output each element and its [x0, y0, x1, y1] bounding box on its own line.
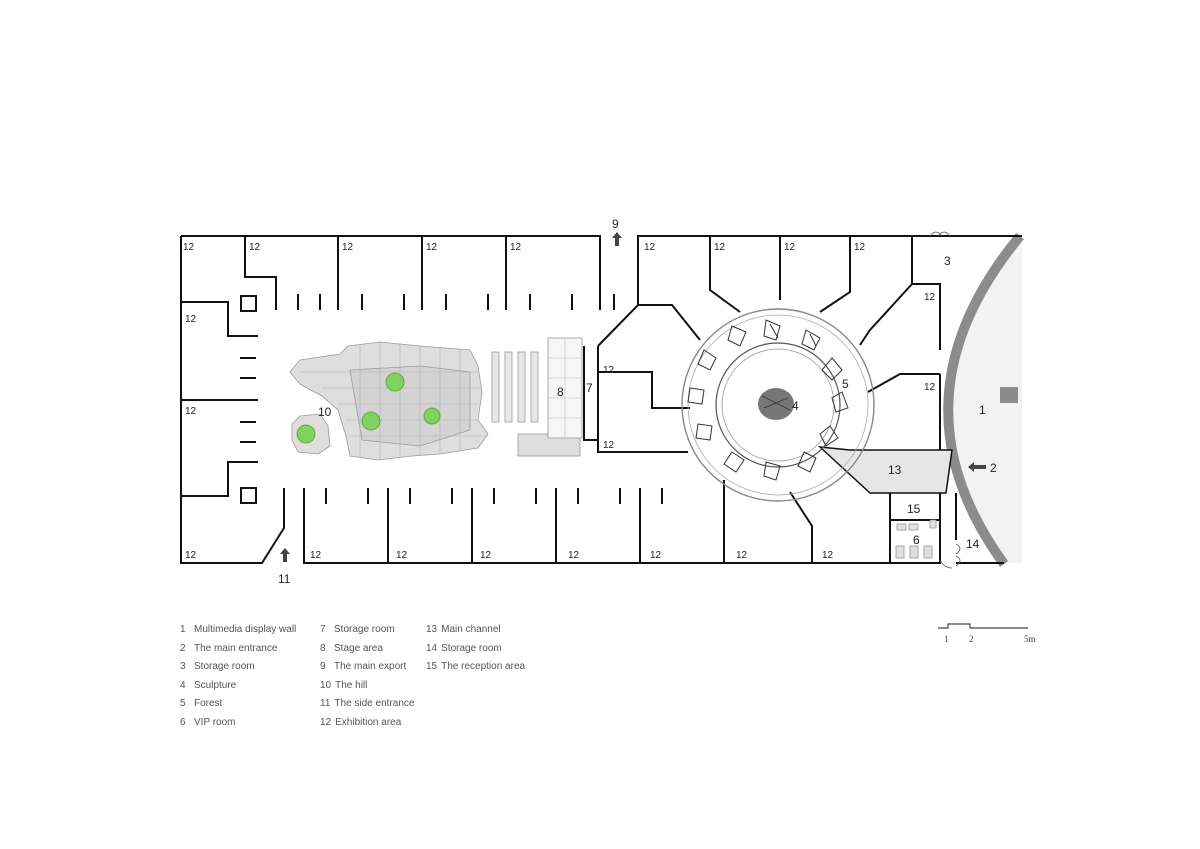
exhibition-label: 12 — [185, 314, 197, 325]
area-number-side-entrance: 11 — [278, 572, 291, 586]
doors — [929, 231, 961, 569]
benches — [491, 351, 539, 423]
walls — [180, 235, 1022, 564]
hill-trees — [296, 372, 441, 444]
scale-bar-line — [938, 623, 1028, 629]
area-number-storage-room: 3 — [944, 254, 951, 268]
area-number-main-entrance: 2 — [990, 461, 997, 475]
stage-area — [517, 337, 583, 457]
forest-ring — [681, 308, 875, 502]
area-number-storage-room: 7 — [586, 381, 593, 395]
entrance-arrows — [280, 232, 986, 562]
exhibition-label: 12 — [714, 242, 726, 253]
exhibition-label: 12 — [249, 242, 261, 253]
tree-icon — [423, 407, 441, 425]
exhibition-label: 12 — [183, 242, 195, 253]
area-number-hill: 10 — [318, 405, 332, 419]
area-number-multimedia-wall: 1 — [979, 403, 986, 417]
exhibition-label: 12 — [310, 550, 322, 561]
main-entrance-arrow-icon — [968, 462, 986, 472]
area-number-reception: 15 — [907, 502, 921, 516]
exhibition-label: 12 — [924, 382, 936, 393]
vip-room-furniture — [895, 519, 937, 559]
tree-icon — [385, 372, 405, 392]
scale-bar: 1 2 5m — [936, 616, 1046, 650]
floor-markings — [240, 294, 663, 504]
scale-tick-1: 1 — [944, 634, 949, 644]
area-numbers: 1 2 3 4 5 6 7 8 9 10 11 13 14 15 — [278, 217, 997, 586]
scale-tick-5m: 5m — [1024, 634, 1036, 644]
display-screen — [1000, 387, 1018, 403]
exhibition-label: 12 — [784, 242, 796, 253]
the-hill — [289, 341, 489, 461]
multimedia-display-wall — [943, 232, 1024, 567]
tree-icon — [361, 411, 381, 431]
exhibition-label: 12 — [426, 242, 438, 253]
exhibition-label: 12 — [644, 242, 656, 253]
exhibition-label: 12 — [736, 550, 748, 561]
area-number-forest: 5 — [842, 377, 849, 391]
tree-icon — [296, 424, 316, 444]
area-number-stage: 8 — [557, 385, 564, 399]
exhibition-label: 12 — [854, 242, 866, 253]
exhibition-label: 12 — [924, 292, 936, 303]
area-number-storage-room: 14 — [966, 537, 980, 551]
exhibition-label: 12 — [650, 550, 662, 561]
area-number-main-channel: 13 — [888, 463, 902, 477]
main-channel — [817, 446, 953, 494]
area-number-vip-room: 6 — [913, 533, 920, 547]
exhibition-label: 12 — [603, 365, 615, 376]
area-number-main-export: 9 — [612, 217, 619, 231]
exhibition-label: 12 — [185, 406, 197, 417]
scale-tick-2: 2 — [969, 634, 974, 644]
side-entrance-arrow-icon — [280, 548, 290, 562]
area-number-sculpture: 4 — [792, 399, 799, 413]
exhibition-label: 12 — [603, 440, 615, 451]
exhibition-label: 12 — [396, 550, 408, 561]
exhibition-label: 12 — [568, 550, 580, 561]
exhibition-label: 12 — [185, 550, 197, 561]
exhibition-label: 12 — [510, 242, 522, 253]
exhibition-label: 12 — [822, 550, 834, 561]
main-export-arrow-icon — [612, 232, 622, 246]
exhibition-label: 12 — [342, 242, 354, 253]
exhibition-label: 12 — [480, 550, 492, 561]
sculpture-icon — [758, 388, 794, 420]
exhibition-labels: 12 12 12 12 12 12 12 12 12 12 12 12 12 1… — [183, 242, 936, 561]
